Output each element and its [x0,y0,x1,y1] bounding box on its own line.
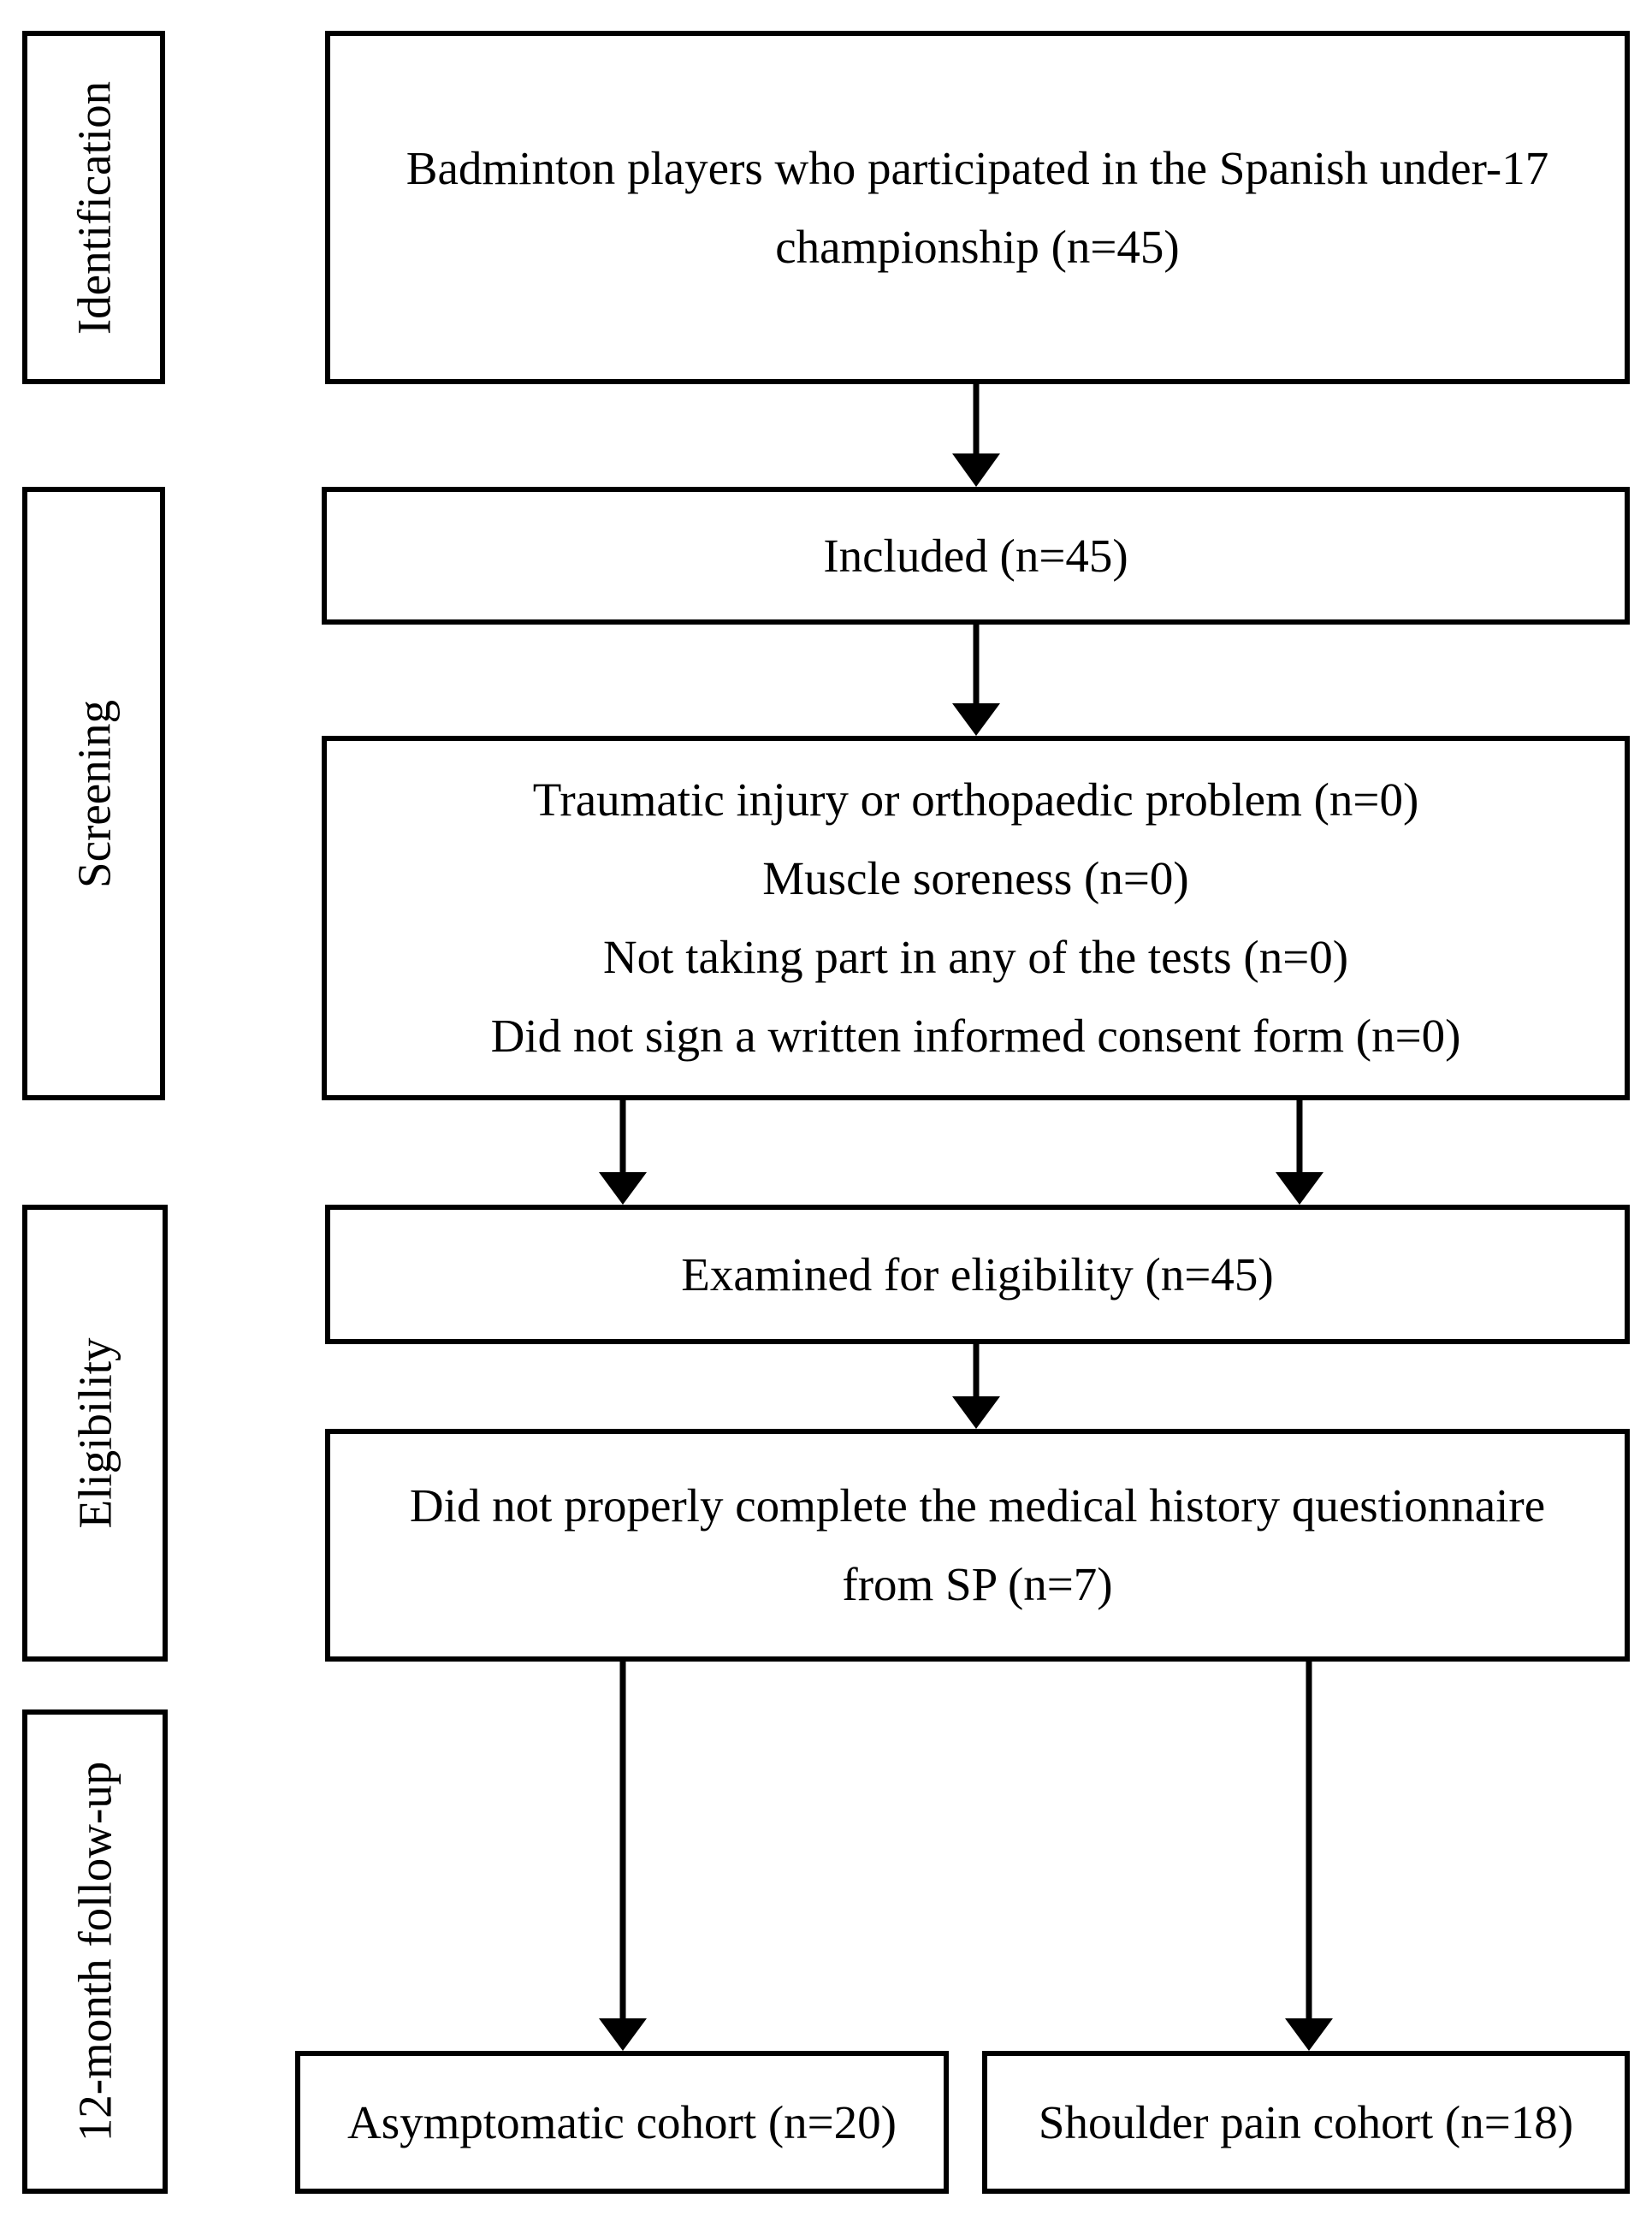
arrowhead-questionnaire-to-asymptomatic [599,2018,647,2051]
stage-label-eligibility: Eligibility [68,1337,121,1529]
box-asymptomatic-line-1: Asymptomatic cohort (n=20) [346,2095,897,2148]
arrowhead-questionnaire-to-shoulder-pain [1285,2018,1333,2051]
stage-label-screening: Screening [68,699,120,888]
box-included: Included (n=45) [322,487,1630,625]
arrowhead-examined-to-questionnaire [952,1396,1000,1429]
arrowhead-players-to-included [952,453,1000,487]
box-exclusions-line-2: Muscle soreness (n=0) [762,852,1189,904]
stage-label-identification: Identification [68,80,120,335]
box-shoulder-pain: Shoulder pain cohort (n=18) [982,2051,1630,2194]
box-shoulder-pain-line-1: Shoulder pain cohort (n=18) [1038,2095,1574,2148]
box-asymptomatic: Asymptomatic cohort (n=20) [295,2051,949,2194]
stage-eligibility: Eligibility [22,1205,168,1662]
box-players: Badminton players who participated in th… [325,31,1630,384]
arrowhead-included-to-exclusions [952,703,1000,736]
box-exclusions-line-3: Not taking part in any of the tests (n=0… [602,931,1349,983]
box-exclusions: Traumatic injury or orthopaedic problem … [322,736,1630,1100]
box-questionnaire: Did not properly complete the medical hi… [325,1429,1630,1662]
box-players-line-1: Badminton players who participated in th… [406,141,1549,194]
arrowhead-exclusions-to-examined-right [1276,1172,1323,1205]
box-players-line-2: championship (n=45) [775,220,1180,273]
stage-followup: 12-month follow-up [22,1709,168,2194]
box-examined-line-1: Examined for eligibility (n=45) [681,1247,1274,1301]
box-questionnaire-line-1: Did not properly complete the medical hi… [409,1479,1546,1532]
stage-screening: Screening [22,487,165,1100]
box-exclusions-line-4: Did not sign a written informed consent … [490,1010,1461,1062]
box-questionnaire-line-2: from SP (n=7) [842,1558,1113,1610]
arrowhead-exclusions-to-examined-left [599,1172,647,1205]
stage-label-followup: 12-month follow-up [68,1761,121,2142]
box-included-line-1: Included (n=45) [823,529,1128,582]
box-examined: Examined for eligibility (n=45) [325,1205,1630,1344]
stage-identification: Identification [22,31,165,384]
box-exclusions-line-1: Traumatic injury or orthopaedic problem … [532,773,1419,826]
